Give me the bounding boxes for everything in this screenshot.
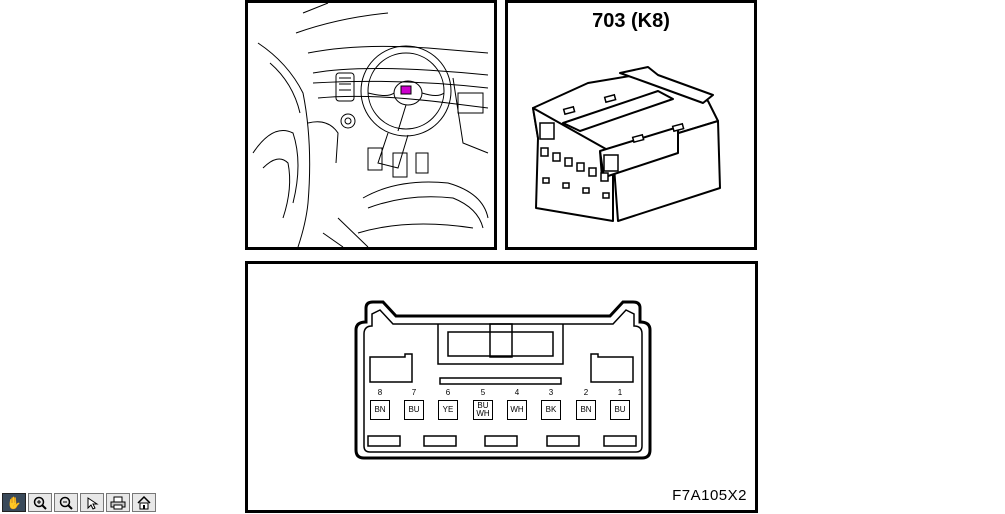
pin-6-wire-color: YE [438, 400, 458, 420]
pointer-icon[interactable] [80, 493, 104, 512]
pin-number: 6 [445, 388, 451, 397]
print-icon[interactable] [106, 493, 130, 512]
pin-4-wire-color: WH [507, 400, 527, 420]
pin-1-wire-color: BU [610, 400, 630, 420]
pin-5-wire-color: BU WH [473, 400, 493, 420]
connector-3d-illustration [532, 66, 721, 222]
pin-7-wire-color: BU [404, 400, 424, 420]
zoom-out-icon[interactable] [54, 493, 78, 512]
connector-title: 703 (K8) [592, 10, 670, 32]
connector-face-outline [354, 300, 652, 460]
connector-3d-panel: 703 (K8) [505, 0, 757, 250]
pin-number: 4 [514, 388, 520, 397]
pin-number: 2 [583, 388, 589, 397]
location-panel [245, 0, 497, 250]
figure-code: F7A105X2 [672, 487, 747, 504]
dashboard-location-illustration [252, 3, 489, 247]
hand-pan-icon[interactable]: ✋ [2, 493, 26, 512]
home-icon[interactable] [132, 493, 156, 512]
pin-number: 5 [480, 388, 486, 397]
connector-location-marker [400, 85, 412, 95]
pin-number: 1 [617, 388, 623, 397]
pin-number: 7 [411, 388, 417, 397]
viewer-toolbar: ✋ [2, 493, 158, 512]
pin-2-wire-color: BN [576, 400, 596, 420]
zoom-in-icon[interactable] [28, 493, 52, 512]
pin-number: 3 [548, 388, 554, 397]
pin-3-wire-color: BK [541, 400, 561, 420]
pin-8-wire-color: BN [370, 400, 390, 420]
connector-pinout-panel: 8 BN 7 BU 6 YE 5 BU WH 4 WH 3 BK 2 BN 1 … [245, 261, 758, 513]
pin-number: 8 [377, 388, 383, 397]
